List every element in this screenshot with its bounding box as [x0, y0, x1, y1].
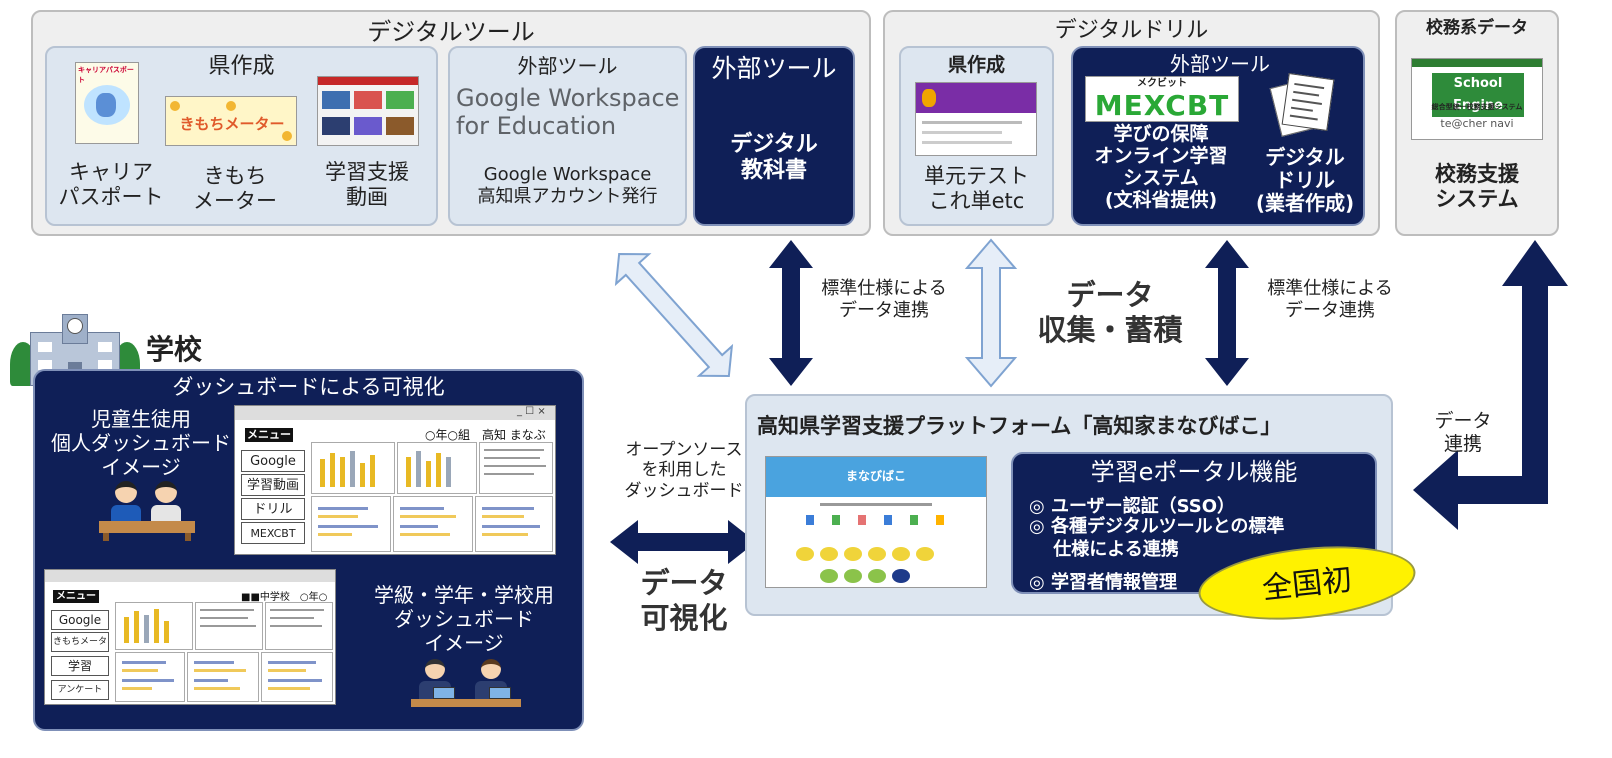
standard-link-label-left: 標準仕様による データ連携 — [821, 278, 947, 321]
external-google-panel: 外部ツール Google Workspace for Education Goo… — [448, 46, 687, 226]
school-data-link-arrow — [1413, 240, 1568, 530]
digital-drill-title: デジタルドリル — [1054, 18, 1209, 43]
visualize-label: データ 可視化 — [640, 566, 728, 635]
school-dashboard-title: ダッシュボードによる可視化 — [172, 375, 445, 399]
drill-external-title: 外部ツール — [1170, 52, 1270, 76]
manabibako-portal-screenshot: まなびばこ — [765, 456, 987, 588]
kimochi-meter-thumb-title: きもちメーター — [179, 115, 285, 133]
dash1-chart-2 — [397, 442, 477, 494]
google-workspace-logo-line2: for Education — [456, 112, 617, 140]
school-engine-logo: School Engine 総合型統一校務支援システム te@cher navi — [1411, 58, 1543, 140]
diagonal-light-arrow — [614, 253, 734, 377]
learning-video-image — [317, 76, 419, 146]
pref-made-tools-panel: 県作成 キャリアパスポート きもちメーター キャリア パスポート きもち メータ… — [45, 46, 438, 226]
mexcbt-logo-small: メクビット — [1137, 78, 1187, 89]
dash2-kimochi-button[interactable]: きもちメーター — [51, 632, 109, 665]
pref-made-tools-title: 県作成 — [208, 54, 275, 79]
career-passport-image: キャリアパスポート — [75, 62, 139, 144]
dash1-drill-button[interactable]: ドリル — [241, 498, 305, 520]
class-dashboard-mockup: メニュー ■■中学校 ○年○組 Google きもちメーター 学習 アンケート — [44, 569, 336, 705]
dash1-menu-label: メニュー — [245, 428, 293, 442]
dash2-chart-1 — [115, 602, 193, 650]
google-workspace-logo-line1: Google Workspace — [456, 84, 680, 112]
student-dashboard-mockup: _ ☐ × メニュー ○年○組 高知 まなぶ Google 学習動画 ドリル M… — [234, 405, 556, 555]
dash2-study-button[interactable]: 学習 — [51, 656, 109, 676]
portal-item-sso: ◎ ユーザー認証（SSO） — [1029, 496, 1236, 517]
dash2-menu-label: メニュー — [53, 590, 99, 603]
school-title: 学校 — [146, 333, 203, 366]
digital-drill-panel: デジタルドリル 県作成 単元テスト これ単etc 外部ツール メクビット MEX… — [883, 10, 1380, 236]
school-support-system-label: 校務支援 システム — [1435, 162, 1519, 212]
data-link-label: データ 連携 — [1434, 410, 1492, 455]
portal-item-standard-link: ◎ 各種デジタルツールとの標準 仕様による連携 — [1029, 516, 1285, 560]
digital-tools-panel: デジタルツール 県作成 キャリアパスポート きもちメーター キャリア パスポート — [31, 10, 871, 236]
dash2-chart-3 — [265, 602, 333, 650]
dash1-video-button[interactable]: 学習動画 — [241, 474, 305, 496]
school-dashboard-panel: ダッシュボードによる可視化 児童生徒用 個人ダッシュボード イメージ _ ☐ ×… — [33, 369, 584, 731]
kimochi-meter-image: きもちメーター — [165, 96, 297, 146]
drill-pref-made-title: 県作成 — [947, 54, 1005, 76]
open-source-label: オープンソース を利用した ダッシュボード — [624, 440, 744, 501]
teachers-icon — [411, 657, 521, 709]
student-dashboard-label: 児童生徒用 個人ダッシュボード イメージ — [51, 407, 231, 479]
external-textbook-title: 外部ツール — [711, 54, 837, 83]
dash1-chart-6 — [475, 496, 553, 552]
mexcbt-logo: メクビット MEXCBT — [1085, 76, 1239, 122]
portal-function-box: 学習eポータル機能 ◎ ユーザー認証（SSO） ◎ 各種デジタルツールとの標準 … — [1011, 452, 1377, 594]
teacher-navi-logo: te@cher navi — [1440, 117, 1514, 130]
google-workspace-logo: Google Workspace for Education — [456, 84, 688, 140]
dash2-chart-6 — [261, 652, 333, 702]
school-data-panel: 校務系データ School Engine 総合型統一校務支援システム te@ch… — [1395, 10, 1559, 236]
class-dashboard-label: 学級・学年・学校用 ダッシュボード イメージ — [374, 583, 554, 655]
career-passport-thumb-title: キャリアパスポート — [78, 66, 134, 84]
digital-tools-title: デジタルツール — [367, 18, 535, 46]
digital-textbook-label: デジタル 教科書 — [730, 132, 818, 184]
school-data-title: 校務系データ — [1426, 18, 1528, 38]
collect-label: データ 収集・蓄積 — [1037, 278, 1183, 347]
standard-link-arrow-left — [769, 240, 813, 386]
unit-test-label: 単元テスト これ単etc — [924, 164, 1029, 214]
students-icon — [99, 477, 195, 541]
mexcbt-label: 学びの保障 オンライン学習 システム (文科省提供) — [1094, 123, 1228, 211]
standard-link-label-right: 標準仕様による データ連携 — [1267, 278, 1393, 321]
collect-light-arrow — [964, 238, 1018, 388]
unit-test-image — [915, 82, 1037, 156]
career-passport-label: キャリア パスポート — [58, 160, 164, 210]
platform-panel: 高知県学習支援プラットフォーム「高知家まなびばこ」 まなびばこ 学習eポータル機… — [745, 394, 1393, 616]
mexcbt-logo-text: MEXCBT — [1094, 89, 1230, 122]
platform-title: 高知県学習支援プラットフォーム「高知家まなびばこ」 — [757, 414, 1282, 438]
external-google-title: 外部ツール — [517, 54, 618, 78]
school-engine-logo-text: School Engine — [1432, 73, 1524, 117]
dash2-chart-5 — [187, 652, 259, 702]
visualize-arrow — [610, 520, 756, 564]
dash1-google-button[interactable]: Google — [241, 450, 305, 472]
dash1-chart-4 — [311, 496, 391, 552]
portal-function-title: 学習eポータル機能 — [1090, 458, 1298, 486]
dash1-header: ○年○組 高知 まなぶ — [425, 428, 546, 442]
school-engine-logo-sub: 総合型統一校務支援システム — [1431, 103, 1523, 111]
dash2-chart-2 — [195, 602, 263, 650]
drill-external-panel: 外部ツール メクビット MEXCBT 学びの保障 オンライン学習 システム (文… — [1071, 46, 1365, 226]
dash1-chart-5 — [393, 496, 473, 552]
portal-item-learner-info: ◎ 学習者情報管理 — [1029, 572, 1177, 593]
digital-drill-label: デジタル ドリル (業者作成) — [1255, 145, 1355, 215]
google-workspace-caption: Google Workspace 高知県アカウント発行 — [477, 164, 658, 207]
dash1-mexcbt-button[interactable]: MEXCBT — [241, 522, 305, 544]
kimochi-meter-label: きもち メーター — [193, 164, 277, 214]
drill-pref-made-panel: 県作成 単元テスト これ単etc — [899, 46, 1054, 226]
standard-link-arrow-right — [1205, 240, 1249, 386]
dash2-survey-button[interactable]: アンケート — [51, 680, 109, 700]
dash2-chart-4 — [115, 652, 185, 702]
dash2-google-button[interactable]: Google — [51, 610, 109, 630]
window-controls: _ ☐ × — [517, 406, 546, 417]
external-textbook-panel: 外部ツール デジタル 教科書 — [693, 46, 855, 226]
dash1-chart-3 — [479, 442, 553, 494]
dash1-chart-1 — [311, 442, 395, 494]
learning-video-label: 学習支援 動画 — [325, 160, 409, 210]
portal-screenshot-title: まなびばこ — [845, 469, 906, 483]
